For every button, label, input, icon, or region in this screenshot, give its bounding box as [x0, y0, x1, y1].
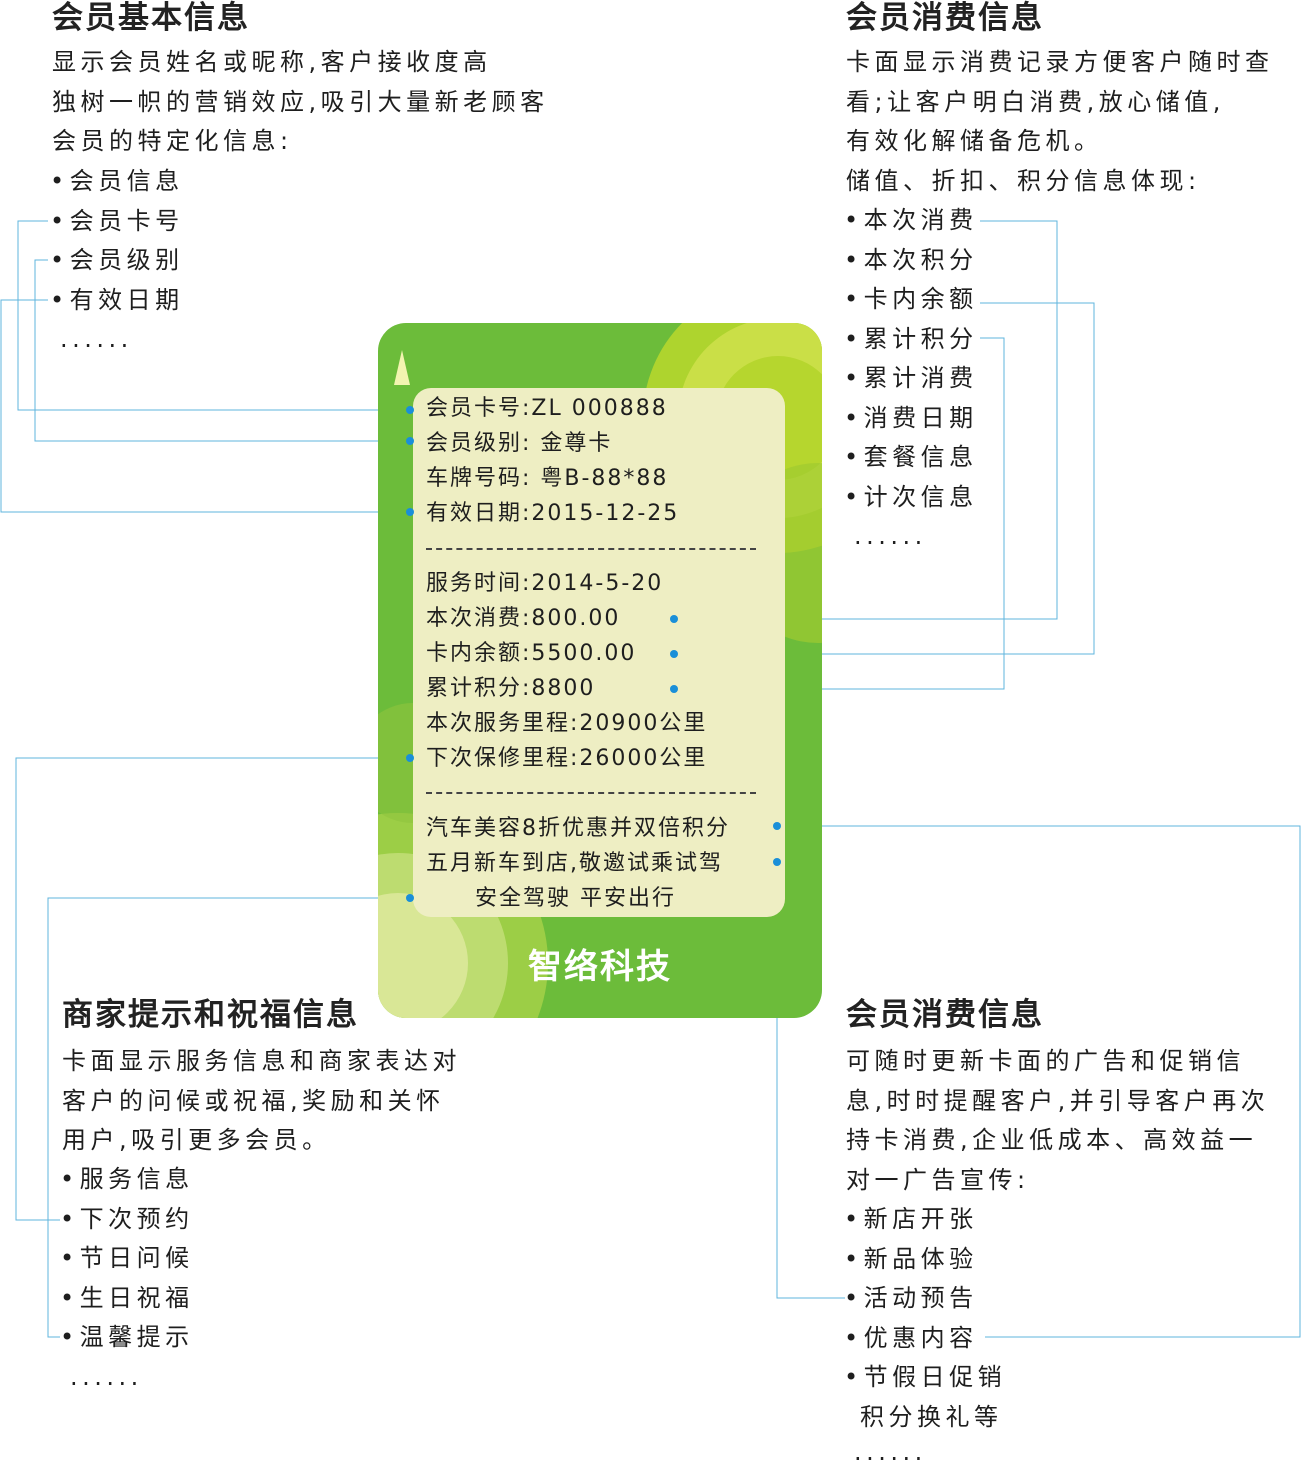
paragraph-line: 有效化解储备危机。: [846, 127, 1103, 155]
top-left-paragraph: 显示会员姓名或昵称,客户接收度高 独树一帜的营销效应,吸引大量新老顾客 会员的特…: [52, 43, 549, 162]
paragraph-line: 息,时时提醒客户,并引导客户再次: [846, 1086, 1270, 1115]
bullet-item: 会员卡号: [50, 202, 184, 242]
bullet-item: 会员级别: [50, 241, 184, 281]
paragraph-line: 储值、折扣、积分信息体现:: [846, 166, 1201, 195]
top-right-title: 会员消费信息: [846, 0, 1044, 36]
top-left-title: 会员基本信息: [52, 0, 250, 36]
bullet-item: 累计消费: [844, 359, 978, 399]
ellipsis: ......: [854, 1438, 927, 1466]
card-line-current-spend: 本次消费:800.00: [426, 606, 621, 631]
card-line-total-points: 累计积分:8800: [426, 676, 596, 701]
card-brand: 智络科技: [528, 947, 672, 987]
bullet-item: 活动预告: [844, 1279, 1006, 1319]
bullet-item: 节假日促销: [844, 1358, 1006, 1398]
bullet-item: 有效日期: [50, 281, 184, 321]
card-line-promo-test-drive: 五月新车到店,敬邀试乘试驾: [426, 851, 723, 876]
bullet-item: 优惠内容: [844, 1319, 1006, 1359]
top-right-bullets: 本次消费 本次积分 卡内余额 累计积分 累计消费 消费日期 套餐信息 计次信息 …: [844, 201, 978, 557]
bullet-item: 计次信息: [844, 478, 978, 518]
ellipsis: ......: [854, 522, 927, 550]
top-right-paragraph: 卡面显示消费记录方便客户随时查 看;让客户明白消费,放心储值, 有效化解储备危机…: [846, 43, 1274, 201]
bullet-item: 本次积分: [844, 241, 978, 281]
receipt-divider: [426, 548, 756, 550]
bullet-continuation: 积分换礼等: [860, 1402, 1003, 1431]
ellipsis: ......: [60, 325, 133, 353]
paragraph-line: 用户,吸引更多会员。: [62, 1126, 331, 1154]
card-line-service-time: 服务时间:2014-5-20: [426, 571, 664, 596]
bottom-right-paragraph: 可随时更新卡面的广告和促销信 息,时时提醒客户,并引导客户再次 持卡消费,企业低…: [846, 1042, 1269, 1200]
connector-dot: [670, 650, 678, 658]
bullet-item: 新店开张: [844, 1200, 1006, 1240]
bullet-item: 卡内余额: [844, 280, 978, 320]
connector-dot: [773, 858, 781, 866]
paragraph-line: 独树一帜的营销效应,吸引大量新老顾客: [52, 87, 549, 116]
card-line-card-number: 会员卡号:ZL 000888: [426, 396, 668, 421]
paragraph-line: 卡面显示消费记录方便客户随时查: [846, 48, 1274, 76]
connector-dot: [406, 406, 414, 414]
bottom-right-title: 会员消费信息: [846, 997, 1044, 1033]
bullet-item: 节日问候: [60, 1239, 194, 1279]
receipt-divider: [426, 792, 756, 794]
connector-dot: [406, 508, 414, 516]
bottom-left-bullets: 服务信息 下次预约 节日问候 生日祝福 温馨提示 ......: [60, 1160, 194, 1397]
paragraph-line: 卡面显示服务信息和商家表达对: [62, 1047, 461, 1075]
paragraph-line: 看;让客户明白消费,放心储值,: [846, 87, 1225, 116]
paragraph-line: 持卡消费,企业低成本、高效益一: [846, 1126, 1258, 1154]
bottom-right-bullets: 新店开张 新品体验 活动预告 优惠内容 节假日促销 积分换礼等 ......: [844, 1200, 1006, 1467]
bullet-item: 会员信息: [50, 162, 184, 202]
paragraph-line: 可随时更新卡面的广告和促销信: [846, 1047, 1245, 1075]
bullet-item: 本次消费: [844, 201, 978, 241]
bullet-item: 新品体验: [844, 1240, 1006, 1280]
bullet-item: 消费日期: [844, 399, 978, 439]
bottom-left-title: 商家提示和祝福信息: [62, 997, 359, 1033]
bullet-item: 温馨提示: [60, 1318, 194, 1358]
connector-dot: [406, 437, 414, 445]
connector-dot: [773, 822, 781, 830]
connector-dot: [406, 754, 414, 762]
bullet-item: 累计积分: [844, 320, 978, 360]
ellipsis: ......: [70, 1362, 143, 1391]
card-line-next-maintenance: 下次保修里程:26000公里: [426, 746, 708, 771]
bottom-left-paragraph: 卡面显示服务信息和商家表达对 客户的问候或祝福,奖励和关怀 用户,吸引更多会员。: [62, 1042, 461, 1161]
paragraph-line: 客户的问候或祝福,奖励和关怀: [62, 1086, 445, 1115]
connector-dot: [670, 615, 678, 623]
paragraph-line: 对一广告宣传:: [846, 1165, 1030, 1194]
bullet-item: 套餐信息: [844, 438, 978, 478]
connector-dot: [670, 685, 678, 693]
card-line-member-level: 会员级别: 金尊卡: [426, 431, 613, 456]
bullet-item: 服务信息: [60, 1160, 194, 1200]
card-line-promo-beauty: 汽车美容8折优惠并双倍积分: [426, 816, 730, 841]
card-receipt-area: [413, 388, 785, 917]
bullet-item: 下次预约: [60, 1200, 194, 1240]
top-left-bullets: 会员信息 会员卡号 会员级别 有效日期 ......: [50, 162, 184, 360]
paragraph-line: 会员的特定化信息:: [52, 127, 293, 155]
card-line-blessing: 安全驾驶 平安出行: [475, 886, 676, 911]
paragraph-line: 显示会员姓名或昵称,客户接收度高: [52, 48, 492, 76]
card-line-service-mileage: 本次服务里程:20900公里: [426, 711, 708, 736]
connector-dot: [406, 894, 414, 902]
card-line-plate-number: 车牌号码: 粤B-88*88: [426, 466, 669, 491]
bullet-item: 生日祝福: [60, 1279, 194, 1319]
card-line-balance: 卡内余额:5500.00: [426, 641, 637, 666]
card-line-valid-date: 有效日期:2015-12-25: [426, 501, 680, 526]
